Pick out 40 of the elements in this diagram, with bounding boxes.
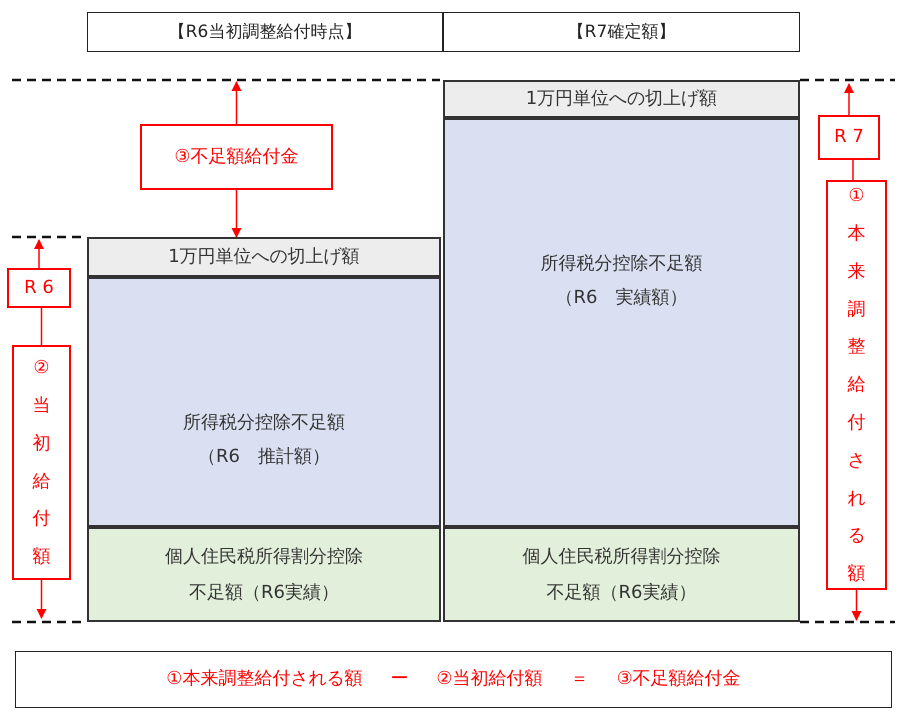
label-text: 【R7確定額】 [568, 20, 676, 44]
column-header [87, 12, 443, 52]
label-text: ②当初給付額 [32, 356, 50, 570]
formula-box [15, 651, 892, 708]
arrow [34, 239, 44, 268]
amount-callout [7, 268, 71, 308]
label-text: ③不足額給付金 [174, 144, 299, 169]
arrow [844, 83, 854, 115]
label-text: ①本来調整給付される額 [848, 184, 866, 586]
label-text: 【R6当初調整給付時点】 [168, 20, 362, 44]
label-text: 個人住民税所得割分控除不足額（R6実績） [522, 544, 720, 604]
label-text: 1万円単位への切上げ額 [168, 244, 360, 269]
amount-callout [818, 115, 880, 160]
arrow [36, 580, 46, 619]
rounding-bar [87, 237, 441, 277]
column-header [443, 12, 800, 52]
resident-tax-block [443, 527, 800, 622]
arrow [852, 590, 862, 621]
operator-text: ＝ [570, 667, 589, 692]
amount-callout [140, 124, 333, 190]
label-text: ③不足額給付金 [616, 667, 741, 692]
label-text: R 7 [834, 125, 864, 150]
tax-deficit-block [443, 118, 800, 527]
label-text: （R6 推計額） [198, 445, 330, 470]
arrow [232, 190, 242, 238]
amount-callout [12, 345, 71, 580]
label-text: 個人住民税所得割分控除不足額（R6実績） [165, 544, 363, 604]
arrow [232, 81, 242, 124]
amount-callout [826, 180, 887, 590]
tax-deficit-block [87, 277, 441, 527]
label-text: 所得税分控除不足額 [540, 252, 702, 276]
resident-tax-block [87, 527, 441, 622]
label-text: （R6 実績額） [556, 286, 688, 310]
label-text: R 6 [24, 276, 54, 300]
rounding-bar [443, 80, 800, 118]
label-text: ②当初給付額 [436, 667, 543, 692]
label-text: 所得税分控除不足額 [183, 411, 345, 436]
label-text: ①本来調整給付される額 [166, 667, 362, 692]
operator-text: ー [390, 667, 408, 692]
label-text: 1万円単位への切上げ額 [526, 86, 718, 111]
